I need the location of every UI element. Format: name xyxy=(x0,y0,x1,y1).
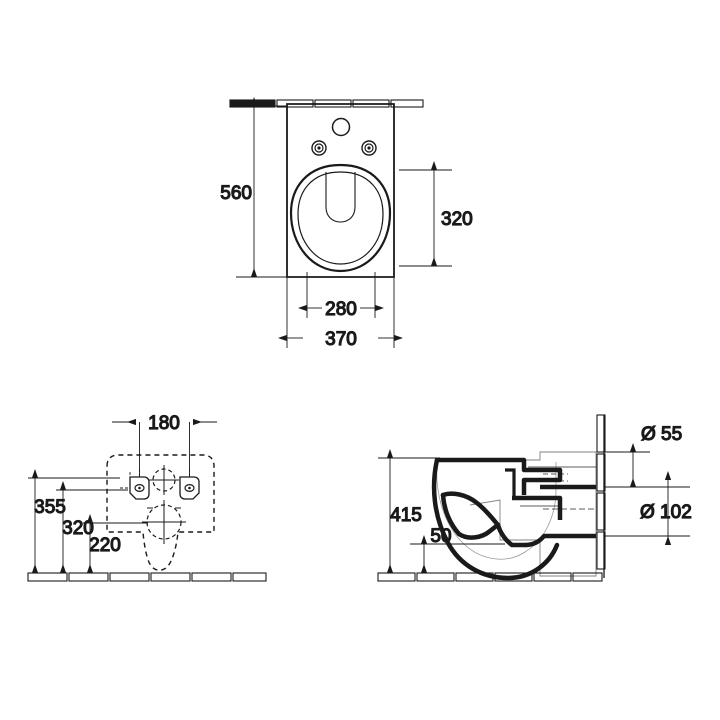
dim-320-plan xyxy=(56,481,128,573)
side-outlet-top xyxy=(512,495,563,520)
front-fixing-hole-left xyxy=(311,140,327,156)
plan-mount-pad-left xyxy=(120,469,150,500)
front-bowl-outer xyxy=(289,163,392,273)
dim-180 xyxy=(112,418,217,477)
side-bowl-outer-wall xyxy=(431,457,560,581)
dim-dia-102 xyxy=(605,471,690,545)
side-inlet-channel xyxy=(521,460,563,495)
front-fixing-hole-right xyxy=(361,140,377,156)
side-wall-hatch xyxy=(596,414,606,578)
dim-320-front-label: 320 xyxy=(441,209,473,230)
front-elevation-view: 560 320 280 370 xyxy=(220,97,473,351)
dim-355-label: 355 xyxy=(34,497,66,518)
side-bowl-inner-left xyxy=(440,492,462,537)
all-geometry: 560 320 280 370 xyxy=(27,97,692,582)
plan-bowl-footprint xyxy=(106,454,215,571)
side-outlet-bottom xyxy=(524,533,596,548)
side-bowl-inner-base xyxy=(456,522,501,540)
side-bowl-inner-upper xyxy=(440,491,501,528)
plan-outlet-circle xyxy=(142,500,186,544)
dim-415 xyxy=(378,449,440,573)
side-trap-lower xyxy=(495,522,528,548)
dim-dia-102-label: Ø 102 xyxy=(640,502,692,523)
plan-mounting-view: 180 355 320 220 xyxy=(27,412,267,582)
plan-inlet-circle xyxy=(149,465,179,495)
front-bowl-inner xyxy=(297,171,384,265)
side-section-view: 415 50 Ø 55 Ø 102 xyxy=(377,414,692,582)
side-body-thin xyxy=(436,461,557,560)
dim-50 xyxy=(410,535,505,573)
dim-dia-55 xyxy=(605,443,650,488)
dim-220-label: 220 xyxy=(89,535,121,556)
dim-415-label: 415 xyxy=(390,505,422,526)
dim-dia-55-label: Ø 55 xyxy=(641,424,682,445)
dim-280 xyxy=(298,272,384,318)
dim-280-label: 280 xyxy=(325,299,357,320)
dim-560 xyxy=(230,97,287,278)
dim-370-label: 370 xyxy=(325,329,357,350)
dim-370 xyxy=(278,277,403,348)
front-flush-tongue xyxy=(325,172,356,223)
plan-floor-hatch xyxy=(27,572,267,582)
dim-560-label: 560 xyxy=(220,183,252,204)
side-outer-faint xyxy=(437,451,597,577)
side-detail-lines xyxy=(520,466,596,510)
dim-50-label: 50 xyxy=(430,526,451,547)
side-rib xyxy=(505,468,516,496)
front-inlet-hole xyxy=(331,117,351,137)
dim-320-front xyxy=(399,161,452,267)
dim-355 xyxy=(28,469,120,573)
dim-220 xyxy=(83,514,148,573)
dim-180-label: 180 xyxy=(148,413,180,434)
